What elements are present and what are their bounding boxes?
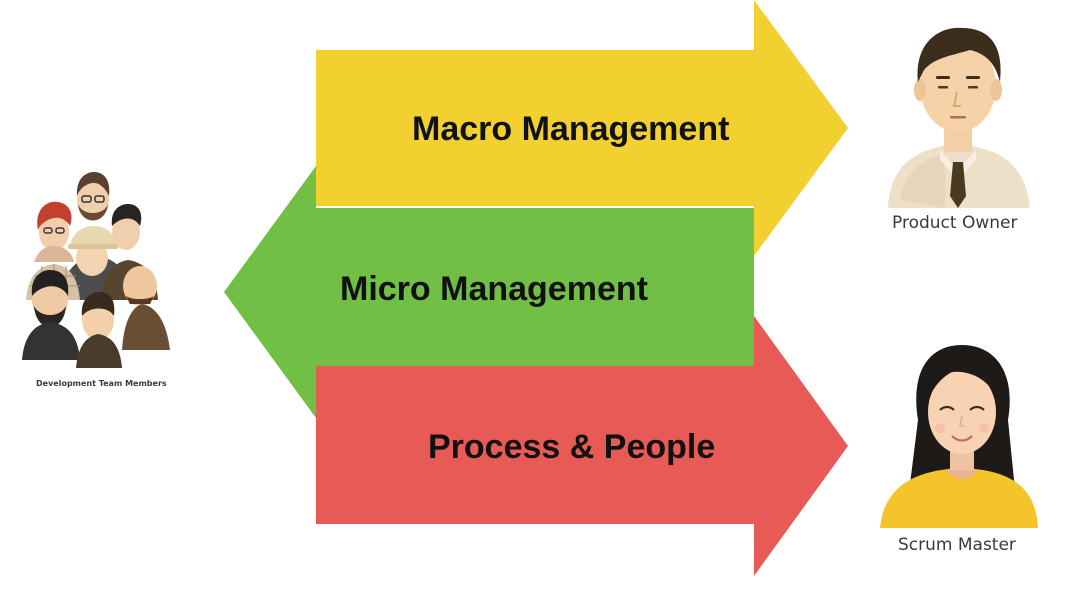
macro-management-arrow: [316, 0, 848, 256]
macro-management-label: Macro Management: [412, 110, 730, 148]
micro-management-arrow: [224, 166, 754, 418]
development-team-figure: [22, 172, 170, 368]
scrum-master-figure: [880, 345, 1038, 528]
development-team-label: Development Team Members: [36, 379, 167, 388]
process-people-label: Process & People: [428, 428, 716, 466]
product-owner-figure: [888, 27, 1030, 208]
scrum-master-label: Scrum Master: [898, 535, 1016, 555]
micro-management-label: Micro Management: [340, 270, 648, 308]
process-people-arrow: [316, 316, 848, 576]
product-owner-label: Product Owner: [892, 213, 1018, 233]
